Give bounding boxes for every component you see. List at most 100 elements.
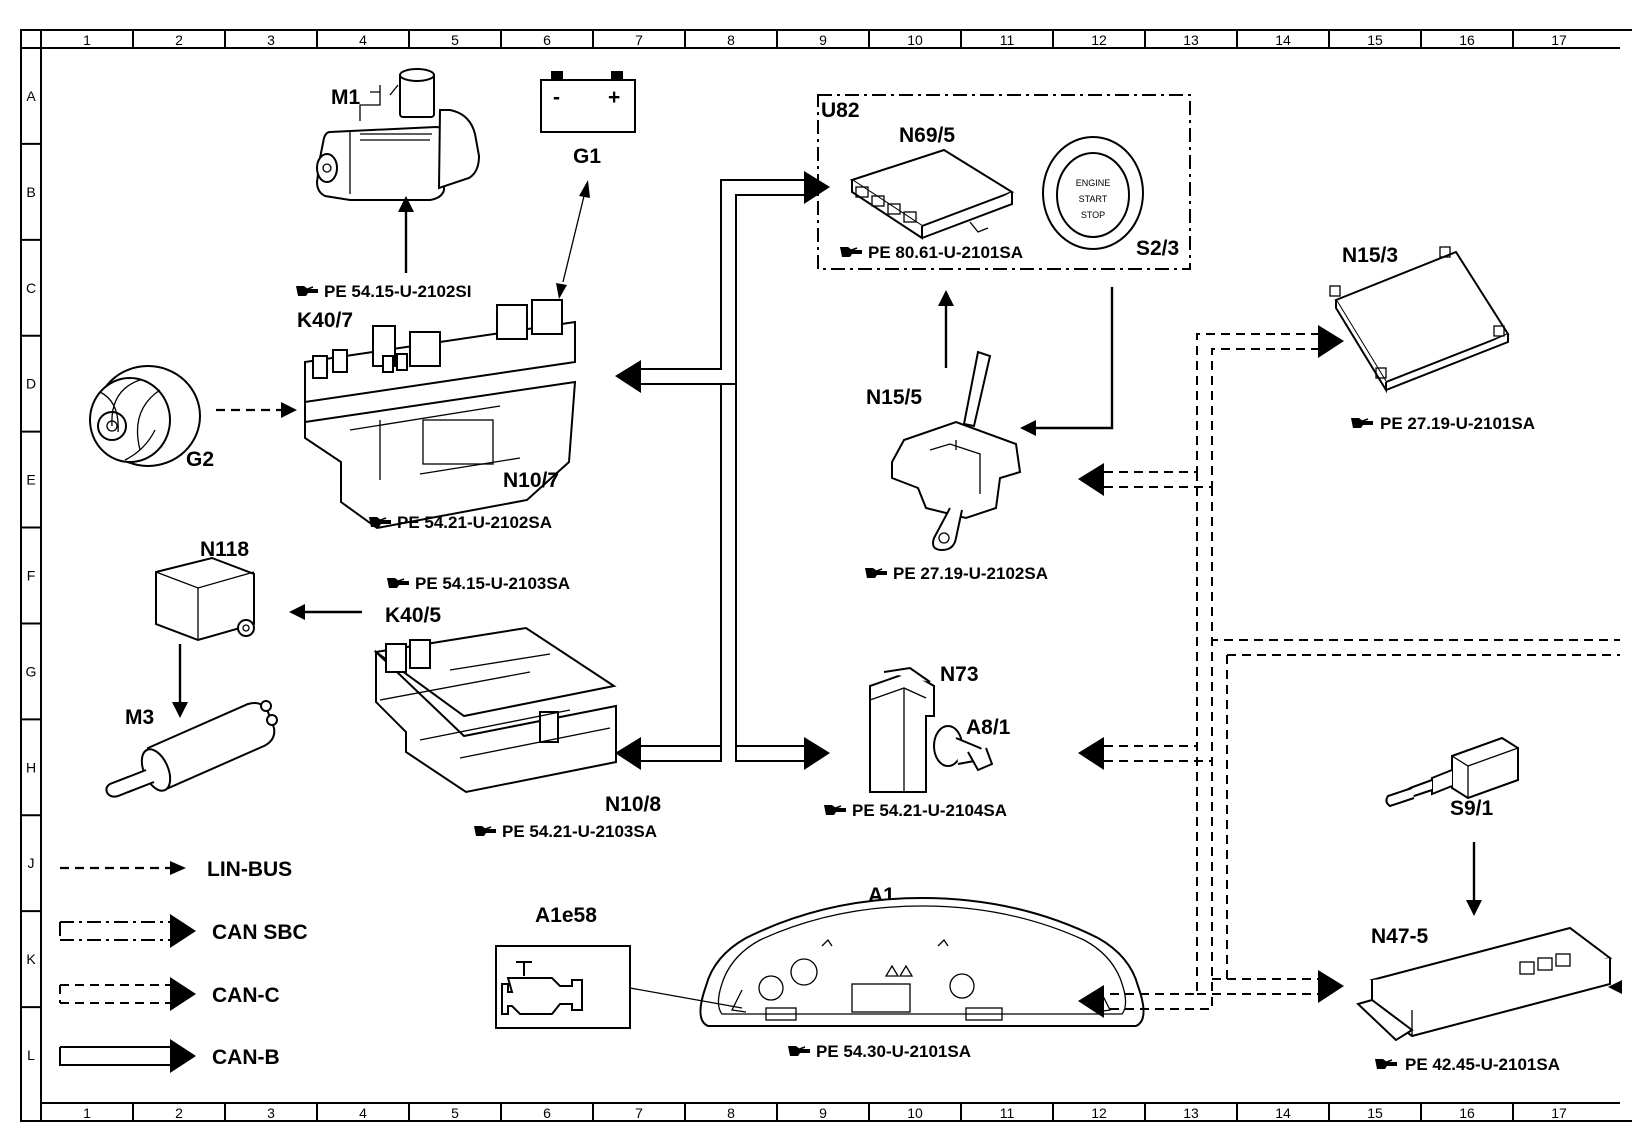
drawing-frame xyxy=(20,29,1632,1122)
can-c-bus xyxy=(1078,325,1620,1018)
grid-column-label: 13 xyxy=(1183,1105,1199,1121)
grid-column-label: 10 xyxy=(907,1105,923,1121)
label-a1e58: A1e58 xyxy=(535,904,597,927)
grid-column-label: 15 xyxy=(1367,1105,1383,1121)
grid-column-label: 17 xyxy=(1551,32,1567,48)
fuel-pump-control-n118 xyxy=(155,556,255,642)
grid-row-label: K xyxy=(26,951,36,967)
arrow-s2-3-to-n15-5 xyxy=(1020,287,1114,436)
grid-row-label: A xyxy=(26,88,36,104)
arrow-g1-n10-7 xyxy=(556,180,590,299)
legend-can-b: CAN-B xyxy=(59,1039,280,1073)
label-n15-3: N15/3 xyxy=(1342,244,1398,267)
starter-motor-m1: M1 xyxy=(315,68,481,201)
ref-m1: PE 54.15-U-2102SI xyxy=(295,282,471,301)
grid-row-label: J xyxy=(28,855,35,871)
ref-n73: PE 54.21-U-2104SA xyxy=(823,801,1007,820)
grid-column-label: 12 xyxy=(1091,1105,1107,1121)
grid-column-label: 6 xyxy=(543,1105,551,1121)
label-g1: G1 xyxy=(573,145,601,168)
grid-column-label: 2 xyxy=(175,32,183,48)
ref-n15-3: PE 27.19-U-2101SA xyxy=(1350,414,1535,433)
grid-column-label: 9 xyxy=(819,1105,827,1121)
ref-k40-5-text: PE 54.15-U-2103SA xyxy=(415,574,570,593)
alternator-g2: G2 xyxy=(89,365,214,471)
grid-column-label: 12 xyxy=(1091,32,1107,48)
label-n15-5: N15/5 xyxy=(866,386,922,409)
grid-column-label: 16 xyxy=(1459,1105,1475,1121)
grid-column-label: 7 xyxy=(635,1105,643,1121)
grid-column-label: 4 xyxy=(359,1105,367,1121)
arrow-n10-7-to-m1 xyxy=(398,196,414,273)
engine-warning-lamp-a1e58 xyxy=(495,945,631,1029)
arrow-n15-5-to-u82 xyxy=(938,290,954,368)
fuel-pump-m3 xyxy=(105,700,278,798)
grid-column-label: 13 xyxy=(1183,32,1199,48)
lin-bus-g2-to-n10-7 xyxy=(216,402,297,418)
grid-row-label: C xyxy=(26,280,36,296)
legend-lin-bus: LIN-BUS xyxy=(60,858,292,881)
grid-column-label: 3 xyxy=(267,32,275,48)
ref-n10-8: PE 54.21-U-2103SA xyxy=(473,822,657,841)
grid-column-label: 5 xyxy=(451,1105,459,1121)
ref-a1-text: PE 54.30-U-2101SA xyxy=(816,1042,971,1061)
grid-column-label: 9 xyxy=(819,32,827,48)
label-k40-5: K40/5 xyxy=(385,604,441,627)
grid-column-label: 14 xyxy=(1275,1105,1291,1121)
ref-n10-7: PE 54.21-U-2102SA xyxy=(368,513,552,532)
legend-can-sbc-label: CAN SBC xyxy=(212,921,308,944)
ref-n15-5: PE 27.19-U-2102SA xyxy=(864,564,1048,583)
grid-row-label: B xyxy=(26,184,35,200)
label-n10-8: N10/8 xyxy=(605,793,661,816)
label-n118: N118 xyxy=(200,538,249,561)
grid-row-label: L xyxy=(27,1047,35,1063)
can-b-bus xyxy=(615,171,830,770)
label-n10-7: N10/7 xyxy=(503,469,559,492)
label-m1: M1 xyxy=(331,86,360,109)
ref-n10-8-text: PE 54.21-U-2103SA xyxy=(502,822,657,841)
ref-n47-5-text: PE 42.45-U-2101SA xyxy=(1405,1055,1560,1074)
label-s2-3: S2/3 xyxy=(1136,237,1179,260)
label-s9-1: S9/1 xyxy=(1450,797,1494,820)
label-g2: G2 xyxy=(186,448,214,471)
legend-can-sbc: CAN SBC xyxy=(59,914,308,948)
grid-row-label: E xyxy=(26,472,35,488)
label-n47-5: N47-5 xyxy=(1371,925,1429,948)
fuse-relay-box-k40-5 xyxy=(373,626,617,794)
grid-column-label: 4 xyxy=(359,32,367,48)
label-u82: U82 xyxy=(821,99,860,122)
button-text-stop: STOP xyxy=(1081,210,1105,220)
ref-n10-7-text: PE 54.21-U-2102SA xyxy=(397,513,552,532)
ref-k40-5: PE 54.15-U-2103SA xyxy=(386,574,570,593)
grid-column-label: 1 xyxy=(83,1105,91,1121)
ref-n69-5: PE 80.61-U-2101SA xyxy=(839,243,1023,262)
fuse-relay-box-k40-7 xyxy=(304,299,577,530)
grid-column-label: 8 xyxy=(727,32,735,48)
legend-can-c-label: CAN-C xyxy=(212,984,280,1007)
label-a8-1: A8/1 xyxy=(966,716,1011,739)
stop-lamp-switch-s9-1 xyxy=(1385,736,1519,808)
label-n69-5: N69/5 xyxy=(899,124,955,147)
start-stop-button-s2-3: ENGINE START STOP xyxy=(1042,136,1144,250)
legend: LIN-BUS CAN SBC CAN-C CAN-B xyxy=(59,858,308,1073)
ref-n15-5-text: PE 27.19-U-2102SA xyxy=(893,564,1048,583)
button-text-start: START xyxy=(1079,194,1108,204)
grid-column-label: 11 xyxy=(1000,32,1015,48)
module-n69-5 xyxy=(849,148,1015,240)
battery-minus-label: - xyxy=(553,86,560,109)
grid-column-label: 6 xyxy=(543,32,551,48)
button-text-engine: ENGINE xyxy=(1076,178,1111,188)
ref-n47-5: PE 42.45-U-2101SA xyxy=(1374,1055,1560,1074)
legend-can-b-label: CAN-B xyxy=(212,1046,280,1069)
grid-column-label: 17 xyxy=(1551,1105,1567,1121)
arrow-s9-1-to-n47-5 xyxy=(1466,842,1482,916)
module-n15-3: N15/3 xyxy=(1329,244,1510,394)
line-a1e58-to-a1 xyxy=(629,987,743,1009)
grid-column-label: 10 xyxy=(907,32,923,48)
ref-n73-text: PE 54.21-U-2104SA xyxy=(852,801,1007,820)
grid-row-label: H xyxy=(26,759,36,775)
grid-column-label: 11 xyxy=(1000,1105,1015,1121)
grid-column-label: 5 xyxy=(451,32,459,48)
